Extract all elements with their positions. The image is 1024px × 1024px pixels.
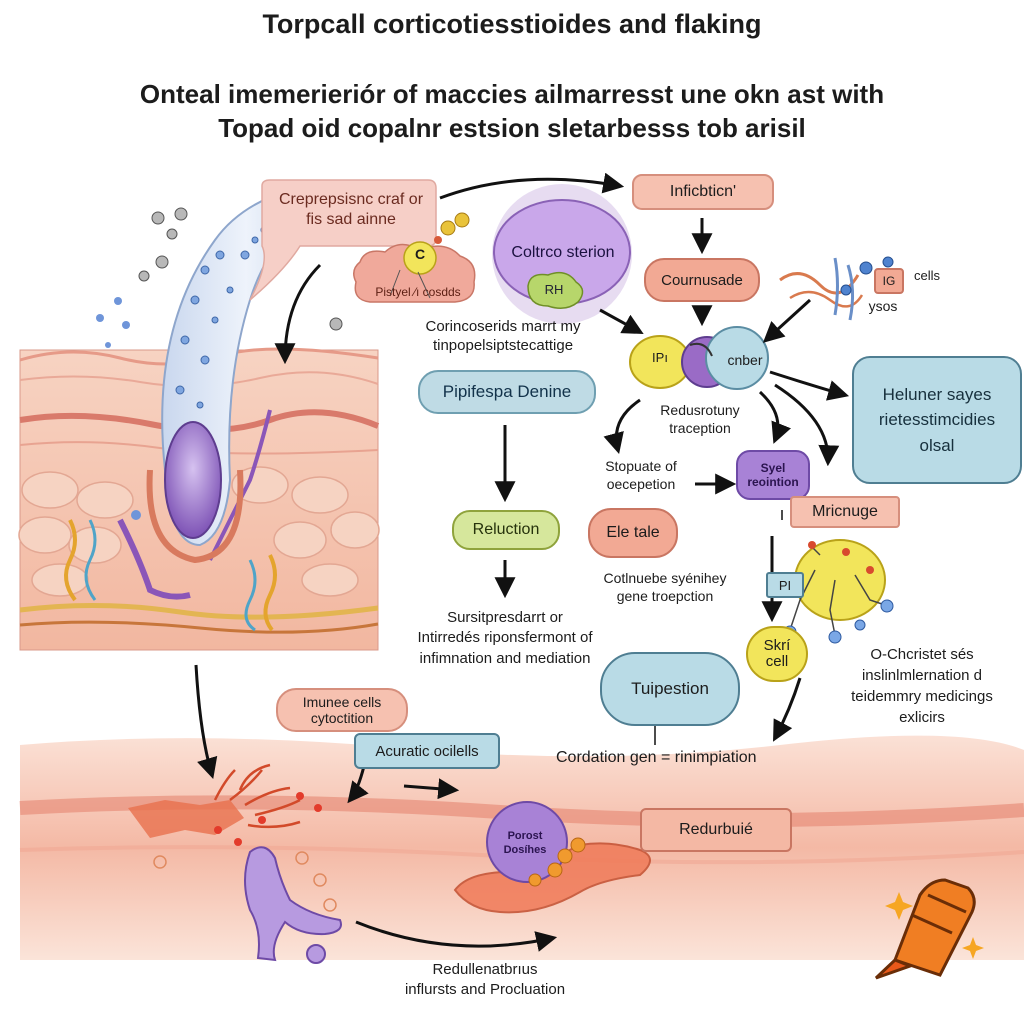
cortico-station-label: Coltrco sterion bbox=[511, 244, 615, 261]
heluner-box: Heluner sayes rietesstimcidies olsal bbox=[852, 356, 1022, 484]
redurbuie-box: Redurbuié bbox=[640, 808, 792, 852]
syel-box: Syel reointion bbox=[736, 450, 810, 500]
cortico-description: Corincoserids marrt my tinpopelsiptsteca… bbox=[425, 318, 581, 354]
pipifespa-box: Pipifespa Denine bbox=[418, 370, 596, 414]
immune-cells-box: Imunee cells cytoctition bbox=[276, 688, 408, 732]
page-title: Torpcall corticotiesstioides and flaking bbox=[262, 9, 762, 39]
subtitle-line-2: Topad oid copalnr estsion sletarbesss to… bbox=[218, 113, 806, 143]
cber-label: cnber bbox=[727, 352, 763, 368]
infiction-box: Inficbticn' bbox=[632, 174, 774, 210]
ig-badge: IG bbox=[874, 268, 904, 294]
hair-follicle bbox=[96, 189, 343, 564]
ele-tale-box: Ele tale bbox=[588, 508, 678, 558]
lower-skin-band bbox=[19, 735, 1024, 964]
platelet-label: Pistyel ⁄ı cosdds bbox=[375, 285, 461, 299]
skri-cell: Skrí cell bbox=[746, 626, 808, 682]
stopuate-label: Stopuate of oecepetion bbox=[605, 458, 677, 492]
bottom-caption: Redullenatbrıus inflursts and Procluatio… bbox=[404, 961, 566, 999]
c-cell-label: C bbox=[414, 246, 426, 262]
cortico-station-cell bbox=[492, 184, 632, 324]
pi-box: PI bbox=[766, 572, 804, 598]
redusrotuny-label: Redusrotuny traception bbox=[660, 402, 740, 436]
reluction-box: Reluction bbox=[452, 510, 560, 550]
subtitle-line-1: Onteal imemerieriór of maccies ailmarres… bbox=[139, 79, 885, 109]
micnuge-box: Mricnuge bbox=[790, 496, 900, 528]
courtisade-box: Cournusade bbox=[644, 258, 760, 302]
ig-cell-cluster bbox=[779, 256, 894, 321]
sursitpresdent-label: Sursitpresdarrt or Intirredés riponsferm… bbox=[417, 609, 593, 667]
rh-label: RH bbox=[544, 282, 564, 297]
acuratic-box: Acuratic ocilells bbox=[354, 733, 500, 769]
porost-label: Porost Dosíhes bbox=[503, 830, 547, 856]
cells-label: cells bbox=[913, 268, 940, 283]
crayon-icon bbox=[874, 878, 984, 980]
hair-bubble-label: Creprepsisnc craf or fis sad ainne bbox=[278, 191, 424, 228]
cordation-label: Cordation gen = rinimpiation bbox=[556, 749, 757, 766]
platelet-cluster bbox=[353, 212, 476, 303]
flow-arrows bbox=[194, 172, 850, 952]
sos-label: ysos bbox=[868, 298, 898, 314]
receptor-cell-cluster bbox=[629, 326, 769, 390]
tupestion-box: Tuipestion bbox=[600, 652, 740, 726]
cotinuebe-label: Cotlnuebe syénihey gene troepction bbox=[603, 570, 727, 604]
ochcristet-label: O-Chcristet sés inslinlmlernation d teid… bbox=[851, 646, 993, 726]
hair-bubble-shape bbox=[249, 179, 437, 301]
pi-cell-label: IPı bbox=[652, 350, 668, 365]
